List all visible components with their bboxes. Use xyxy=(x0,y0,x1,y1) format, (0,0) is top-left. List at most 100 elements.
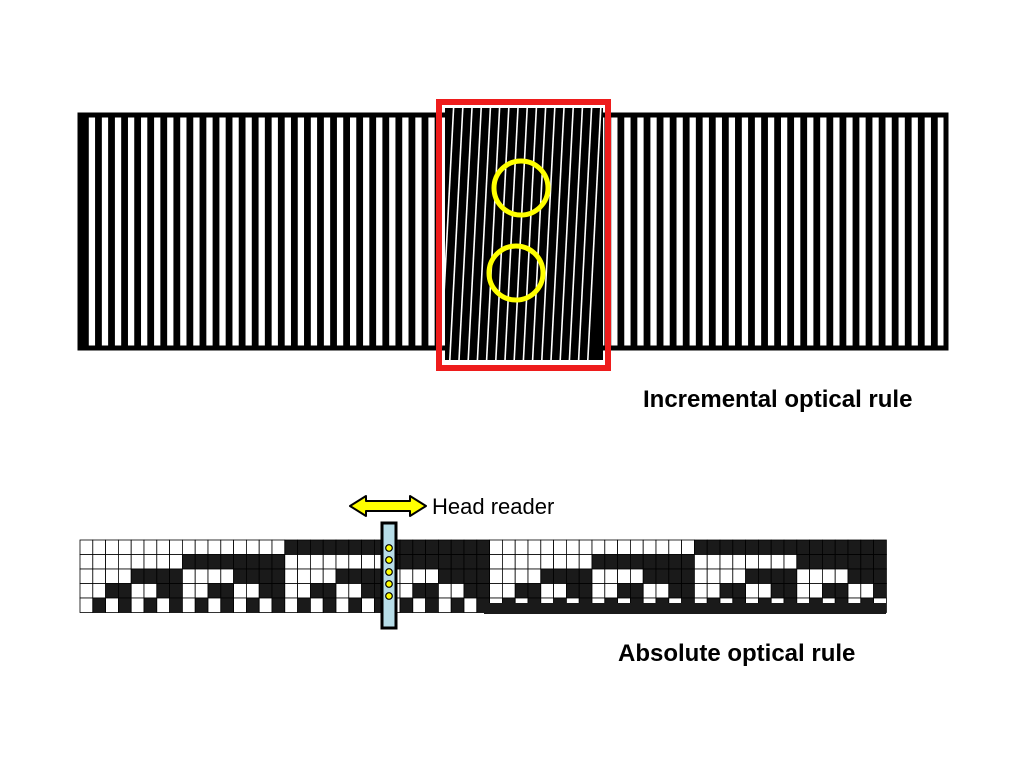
code-cell xyxy=(399,583,414,599)
code-cell xyxy=(553,539,567,555)
code-cell xyxy=(335,583,350,599)
moire-line xyxy=(466,99,483,373)
code-cell xyxy=(169,568,183,584)
code-cell xyxy=(105,597,119,613)
code-cell xyxy=(566,568,580,584)
code-cell xyxy=(130,554,145,570)
code-cell xyxy=(706,583,721,599)
code-cell xyxy=(783,568,798,584)
code-cell xyxy=(207,554,222,570)
code-cell xyxy=(732,554,746,570)
sensor-dot xyxy=(385,568,393,576)
code-cell xyxy=(489,554,503,570)
code-cell xyxy=(79,568,94,584)
code-cell xyxy=(706,554,721,570)
sensor-dot xyxy=(385,580,393,588)
code-cell xyxy=(258,539,273,555)
code-cell xyxy=(181,583,196,599)
code-cell xyxy=(297,568,311,584)
code-cell xyxy=(604,568,618,584)
sensor-dot xyxy=(385,544,393,552)
grating-bar xyxy=(721,117,729,346)
code-cell xyxy=(105,554,119,570)
code-cell xyxy=(220,583,235,599)
code-cell xyxy=(194,539,209,555)
grating-bar xyxy=(839,117,847,346)
code-cell xyxy=(169,583,183,599)
code-cell xyxy=(399,568,414,584)
code-cell xyxy=(335,597,350,613)
code-cell xyxy=(92,554,107,570)
code-cell xyxy=(284,568,298,584)
code-cell xyxy=(860,568,874,584)
grating-bar xyxy=(617,117,625,346)
code-cell xyxy=(322,583,337,599)
code-cell xyxy=(540,583,554,599)
grating-bar xyxy=(395,117,403,346)
moire-line xyxy=(485,99,501,373)
grating-bar xyxy=(669,117,677,346)
code-cell xyxy=(578,568,593,584)
code-cell xyxy=(437,583,452,599)
head-reader-label: Head reader xyxy=(432,494,555,519)
grating-bar xyxy=(121,117,128,346)
code-cell xyxy=(694,554,708,570)
grating-bar xyxy=(813,117,821,346)
code-cell xyxy=(463,597,478,613)
code-cell xyxy=(463,539,478,555)
code-cell xyxy=(284,583,298,599)
moire-line xyxy=(494,99,510,373)
grating-bar xyxy=(852,117,860,346)
code-cell xyxy=(873,554,887,570)
code-cell xyxy=(335,554,350,570)
code-cell xyxy=(450,583,465,599)
grating-bar xyxy=(251,117,259,346)
code-cell xyxy=(873,568,887,584)
code-cell xyxy=(758,539,772,555)
code-cell xyxy=(322,597,337,613)
code-cell xyxy=(706,568,721,584)
code-cell xyxy=(220,597,235,613)
absolute-rule-code-grid xyxy=(79,539,887,614)
code-cell xyxy=(630,554,644,570)
grating-bar xyxy=(630,117,638,346)
moire-marker-circle-bottom xyxy=(486,243,546,303)
code-cell xyxy=(591,554,606,570)
incremental-rule-caption: Incremental optical rule xyxy=(643,386,913,413)
code-cell xyxy=(143,539,158,555)
grating-bar xyxy=(904,117,912,346)
code-cell xyxy=(271,539,286,555)
code-cell xyxy=(169,554,183,570)
grating-bar xyxy=(682,117,690,346)
code-cell xyxy=(681,568,695,584)
code-cell xyxy=(809,554,823,570)
code-cell xyxy=(233,597,247,613)
code-cell xyxy=(309,554,324,570)
code-cell xyxy=(847,583,862,599)
code-base-bar xyxy=(484,603,886,614)
code-cell xyxy=(514,583,529,599)
code-cell xyxy=(437,597,452,613)
code-cell xyxy=(681,539,695,555)
code-cell xyxy=(822,539,836,555)
code-cell xyxy=(617,568,631,584)
grating-bar xyxy=(930,117,938,346)
code-cell xyxy=(233,568,247,584)
code-cell xyxy=(412,539,426,555)
code-cell xyxy=(297,597,311,613)
code-cell xyxy=(118,597,132,613)
code-cell xyxy=(514,554,529,570)
code-cell xyxy=(681,554,695,570)
code-cell xyxy=(399,539,414,555)
code-cell xyxy=(501,539,516,555)
code-cell xyxy=(732,583,746,599)
code-cell xyxy=(527,568,542,584)
code-cell xyxy=(796,554,810,570)
code-cell xyxy=(271,554,286,570)
code-cell xyxy=(719,539,734,555)
code-cell xyxy=(783,539,798,555)
moire-line xyxy=(457,99,474,373)
code-cell xyxy=(79,583,94,599)
grating-bar xyxy=(695,117,703,346)
code-cell xyxy=(809,568,823,584)
